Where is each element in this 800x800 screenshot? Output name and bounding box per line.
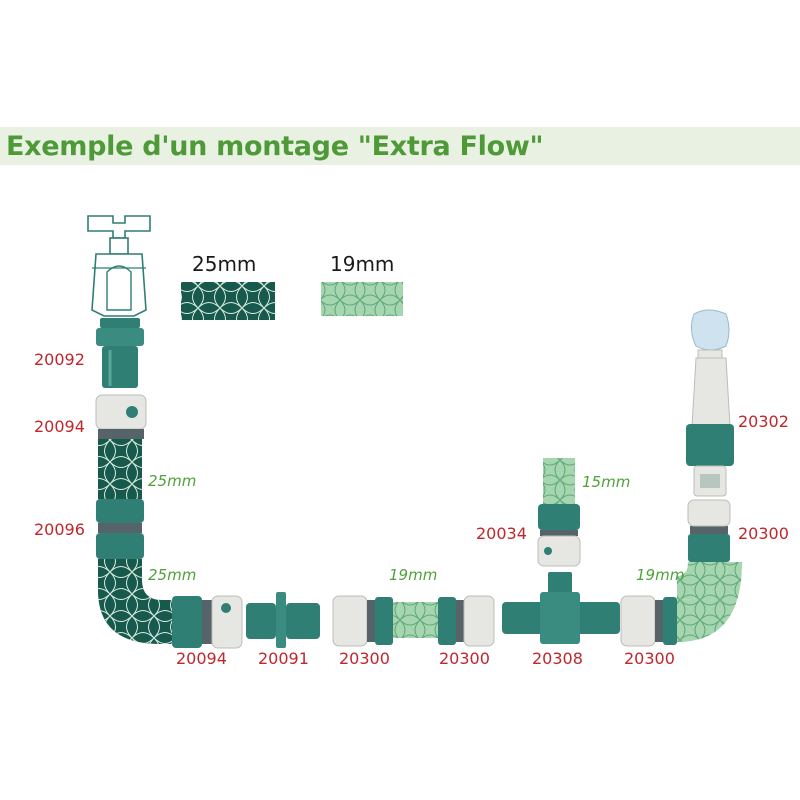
tap-illustration xyxy=(87,215,151,317)
code-tap-adapter: 20092 xyxy=(34,350,85,369)
legend-label-25mm: 25mm xyxy=(192,252,257,276)
hose-19mm-bend-right xyxy=(677,562,742,642)
legend-label-19mm: 19mm xyxy=(330,252,395,276)
size-hose-d: 15mm xyxy=(582,473,631,491)
code-connector-after-tee: 20300 xyxy=(624,649,675,668)
code-connector-right: 20300 xyxy=(439,649,490,668)
size-hose-a: 25mm xyxy=(148,472,197,490)
hose-repair-20096 xyxy=(96,499,144,559)
legend-swatch-25mm xyxy=(181,282,275,320)
title-banner xyxy=(0,127,800,165)
code-double-male: 20091 xyxy=(258,649,309,668)
code-hose-connector-bottom: 20094 xyxy=(176,649,227,668)
hose-25mm-upper xyxy=(98,439,142,499)
connector-20300-vertical xyxy=(687,499,731,562)
legend-swatch-19mm xyxy=(321,282,403,316)
code-hose-repair: 20096 xyxy=(34,520,85,539)
size-hose-b: 25mm xyxy=(148,566,197,584)
hose-connector-20094-top xyxy=(95,394,147,439)
code-connector-vertical: 20300 xyxy=(738,524,789,543)
hose-15mm-branch xyxy=(543,458,575,504)
code-spray-nozzle: 20302 xyxy=(738,412,789,431)
tap-adapter-20092 xyxy=(96,318,144,388)
connector-20300-left xyxy=(332,595,393,647)
hose-19mm-middle xyxy=(393,602,438,638)
branch-connector-20034 xyxy=(537,504,581,567)
tee-20308 xyxy=(502,572,620,644)
code-branch-connector: 20034 xyxy=(476,524,527,543)
size-hose-c: 19mm xyxy=(389,566,438,584)
hose-connector-20094-bottom xyxy=(172,595,243,649)
connector-20300-after-tee xyxy=(620,595,677,647)
connector-20300-right xyxy=(438,595,495,647)
code-hose-connector-top: 20094 xyxy=(34,417,85,436)
code-tee: 20308 xyxy=(532,649,583,668)
code-connector-left: 20300 xyxy=(339,649,390,668)
page-title: Exemple d'un montage "Extra Flow" xyxy=(6,131,544,162)
spray-nozzle-20302 xyxy=(686,309,734,497)
size-hose-e: 19mm xyxy=(636,566,685,584)
hose-25mm-lower-bend xyxy=(98,559,180,644)
double-male-20091 xyxy=(246,592,320,648)
